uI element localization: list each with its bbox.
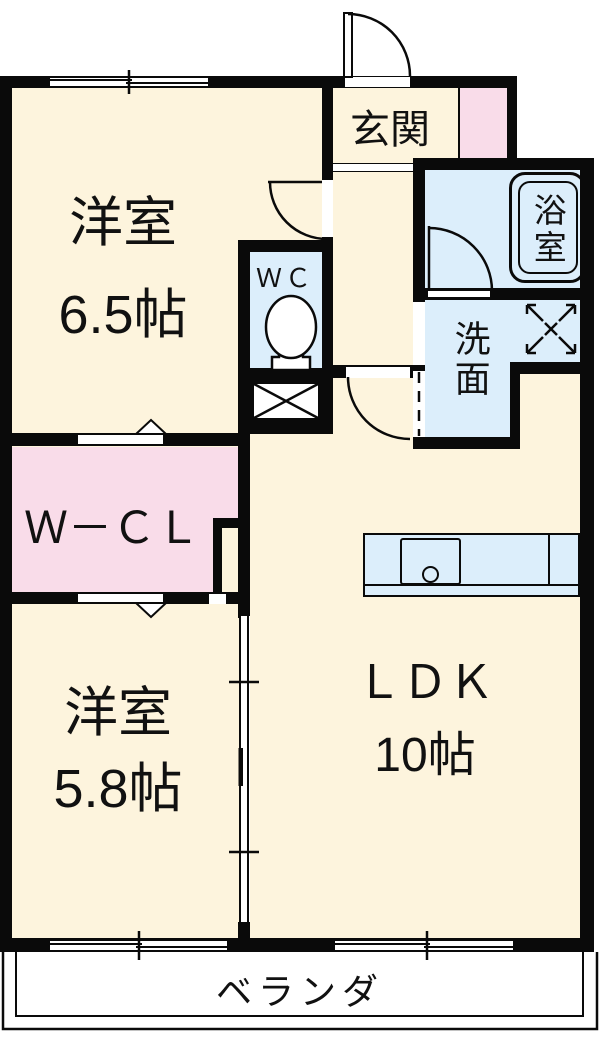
partition-top-stub [238,592,250,618]
wall-bath-top [413,158,592,170]
wall-wc-shelf [250,368,322,380]
wall-wc-bottom [238,422,333,434]
window-top-opening [50,78,208,86]
ldk-name: ＬＤＫ [356,656,494,708]
bedroom2-name: 洋室 [64,683,172,743]
kitchen-sink [400,538,461,585]
window-bottom-right-opening [335,941,513,950]
genkan-step [333,163,413,172]
window-bottom-left-opening [50,941,227,950]
wall-entrance-left [322,88,333,434]
storage-shaft-box [250,380,322,422]
counter-front-edge [365,584,578,586]
entrance-shoe-cabinet [458,88,509,158]
wcl-bottom-door-opening [78,594,163,602]
veranda-label: ベランダ [215,971,384,1012]
washroom-slide-panel-track [413,371,425,437]
wall-center-column [238,240,250,602]
wall-washroom-inner [510,362,520,449]
bath-label: 浴室 [529,193,567,267]
wall-wcl-stub [213,518,250,528]
bedroom1-door-opening [322,180,333,237]
partition-bottom-stub [238,922,250,952]
wall-left [0,76,12,952]
wcl-top-door-opening [78,435,163,444]
washroom-floor-lower [425,362,510,437]
exterior-notch [507,0,600,158]
entrance-label: 玄関 [350,108,430,152]
entrance-door-arc [347,12,412,77]
wall-laundry-alcove-bottom [510,362,592,374]
bathtub-outer [509,172,586,283]
wall-wc-top [238,240,333,252]
bedroom1-size: 6.5帖 [58,285,188,345]
wcl-floor [10,447,218,592]
counter-divider [548,535,550,584]
bedroom2-size: 5.8帖 [53,759,183,819]
kitchen-counter [363,533,580,597]
wall-notch-left [213,528,222,604]
washroom-label: 洗面 [449,320,491,400]
wall-washroom-bottom [413,437,520,449]
washroom-floor-upper [425,300,580,362]
wcl-label: Ｗ－ＣＬ [24,504,200,553]
wc-label: ＷＣ [255,263,314,293]
ldk-size: 10帖 [374,729,476,782]
wcl-floor-ext [218,447,240,518]
bath-door-threshold [428,290,490,298]
partition-track [238,616,250,922]
notch-opening [209,594,226,604]
bedroom1-name: 洋室 [69,193,177,253]
wall-right [580,158,594,952]
wall-notch-vertical [507,76,517,158]
entrance-door-leaf [343,12,353,78]
bathtub-inner [518,181,578,274]
kitchen-faucet [422,566,439,583]
entrance-door-opening [345,77,410,87]
washroom-door-opening [413,302,425,365]
ldk-door-opening [346,367,410,378]
